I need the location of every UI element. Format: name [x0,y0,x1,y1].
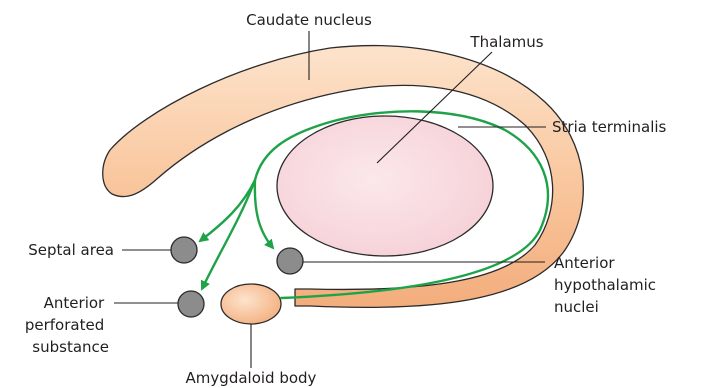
stria-branch-septal [200,180,255,241]
anterior-perforated-substance-nucleus [178,291,204,317]
anterior-hypothalamic-nucleus [277,248,303,274]
caudate-nucleus-label: Caudate nucleus [246,11,372,29]
amygdaloid-body-shape [221,284,281,324]
amygdaloid-body-label: Amygdaloid body [186,369,317,387]
septal-area-label: Septal area [28,241,114,259]
anterior-hypothalamic-label: Anterior hypothalamic nuclei [554,254,661,316]
thalamus-label: Thalamus [469,33,543,51]
thalamus-shape [277,116,493,256]
septal-area-nucleus [171,237,197,263]
stria-branch-anterior-hypothalamic [255,180,273,248]
stria-terminalis-label: Stria terminalis [552,118,667,136]
anterior-perforated-label: Anterior perforated substance [25,294,109,356]
